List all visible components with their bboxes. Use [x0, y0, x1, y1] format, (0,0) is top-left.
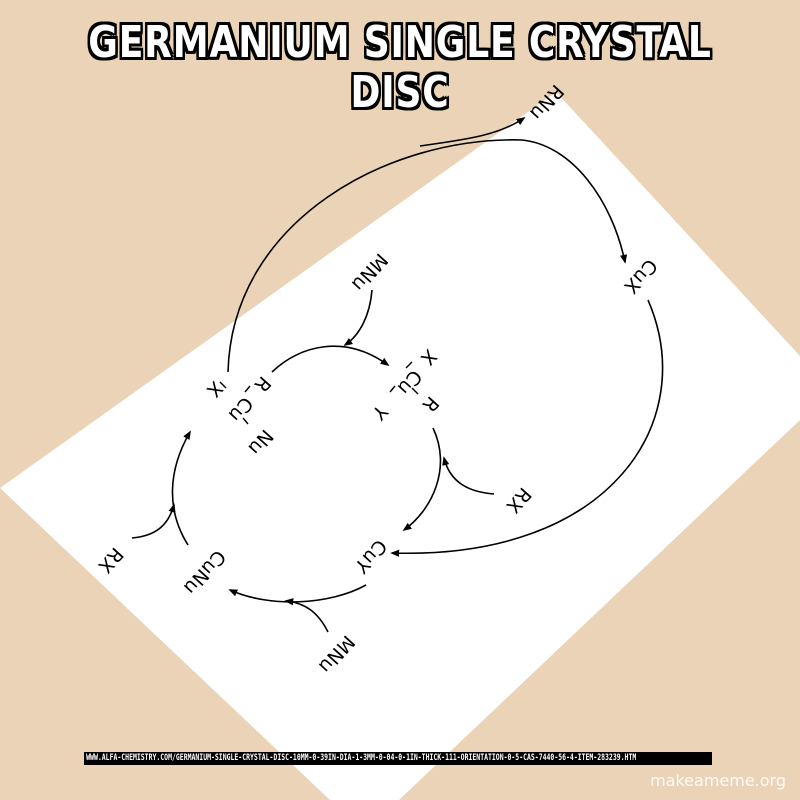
meme-title-line-1: GERMANIUM SINGLE CRYSTAL — [88, 17, 712, 68]
arrow-mnu-bottom — [284, 598, 329, 633]
source-url: WWW.ALFA-CHEMISTRY.COM/GERMANIUM-SINGLE-… — [86, 753, 637, 763]
bond-dashes — [219, 361, 419, 425]
arrow-mnu-top — [343, 289, 373, 346]
source-caption-bar: WWW.ALFA-CHEMISTRY.COM/GERMANIUM-SINGLE-… — [84, 752, 712, 765]
arc-inner-top — [271, 345, 390, 373]
arc-outer-right — [390, 299, 664, 557]
arc-inner-bottom — [228, 584, 367, 603]
arc-outer-top — [227, 139, 628, 373]
arc-inner-right — [402, 427, 442, 532]
diagram-sheet — [0, 92, 800, 800]
meme-title: GERMANIUM SINGLE CRYSTAL DISC — [72, 18, 728, 118]
arc-inner-left — [171, 430, 191, 546]
meme-title-line-2: DISC — [350, 67, 450, 118]
arrow-rnu — [419, 116, 526, 147]
arrow-rx-left — [131, 503, 176, 539]
arrow-rx-right — [442, 456, 495, 495]
watermark: makeameme.org — [650, 771, 786, 790]
reaction-scheme — [131, 116, 664, 633]
